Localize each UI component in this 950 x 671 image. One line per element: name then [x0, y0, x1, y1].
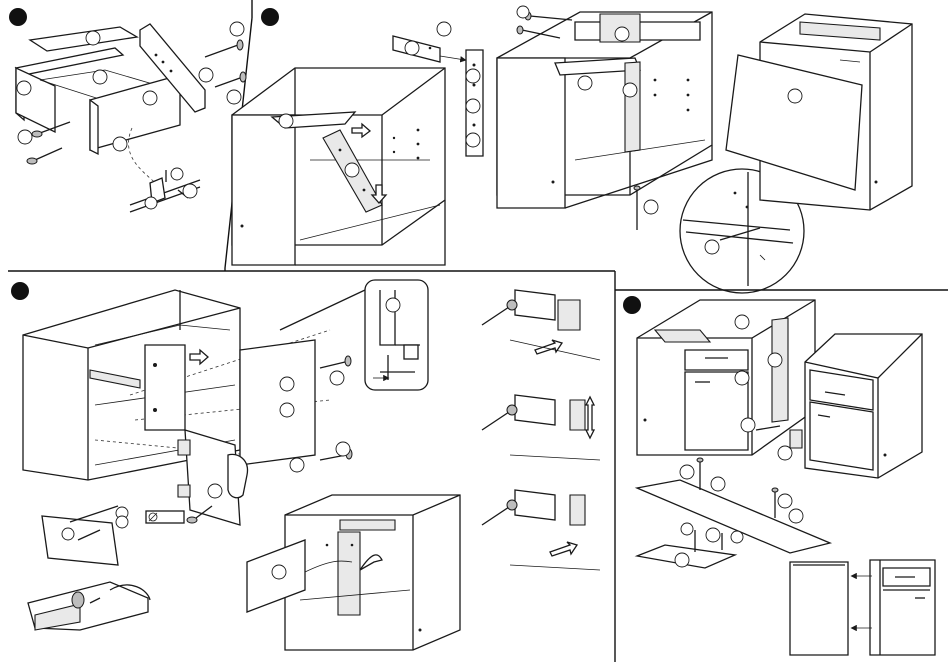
- step-2-marker: [261, 8, 279, 26]
- step-1-marker: [9, 8, 27, 26]
- screw-icon: [697, 458, 703, 490]
- hinge-adjustment: [482, 290, 600, 570]
- screw-icon: [215, 72, 246, 87]
- step-3-marker: [11, 282, 29, 300]
- drawer-front-detail: [726, 14, 912, 210]
- adjust-arrows-icon: [586, 397, 594, 438]
- hinge-icon: [482, 490, 600, 570]
- adjust-arrows-icon: [550, 542, 577, 556]
- step-4-marker: [623, 296, 641, 314]
- step-3-panel: [11, 280, 460, 650]
- step-1-panel: [9, 8, 246, 212]
- screw-icon: [525, 12, 572, 20]
- screw-icon: [772, 488, 778, 518]
- screw-icon: [205, 40, 243, 57]
- hand-icon: [228, 454, 247, 497]
- screw-icon: [320, 356, 351, 368]
- hinge-icon: [482, 395, 600, 460]
- step-2-rail-detail: [497, 6, 712, 230]
- adjust-arrows-icon: [535, 340, 562, 354]
- screw-icon: [27, 148, 62, 164]
- step-4-panel: [623, 296, 935, 655]
- hinge-icon: [482, 290, 600, 360]
